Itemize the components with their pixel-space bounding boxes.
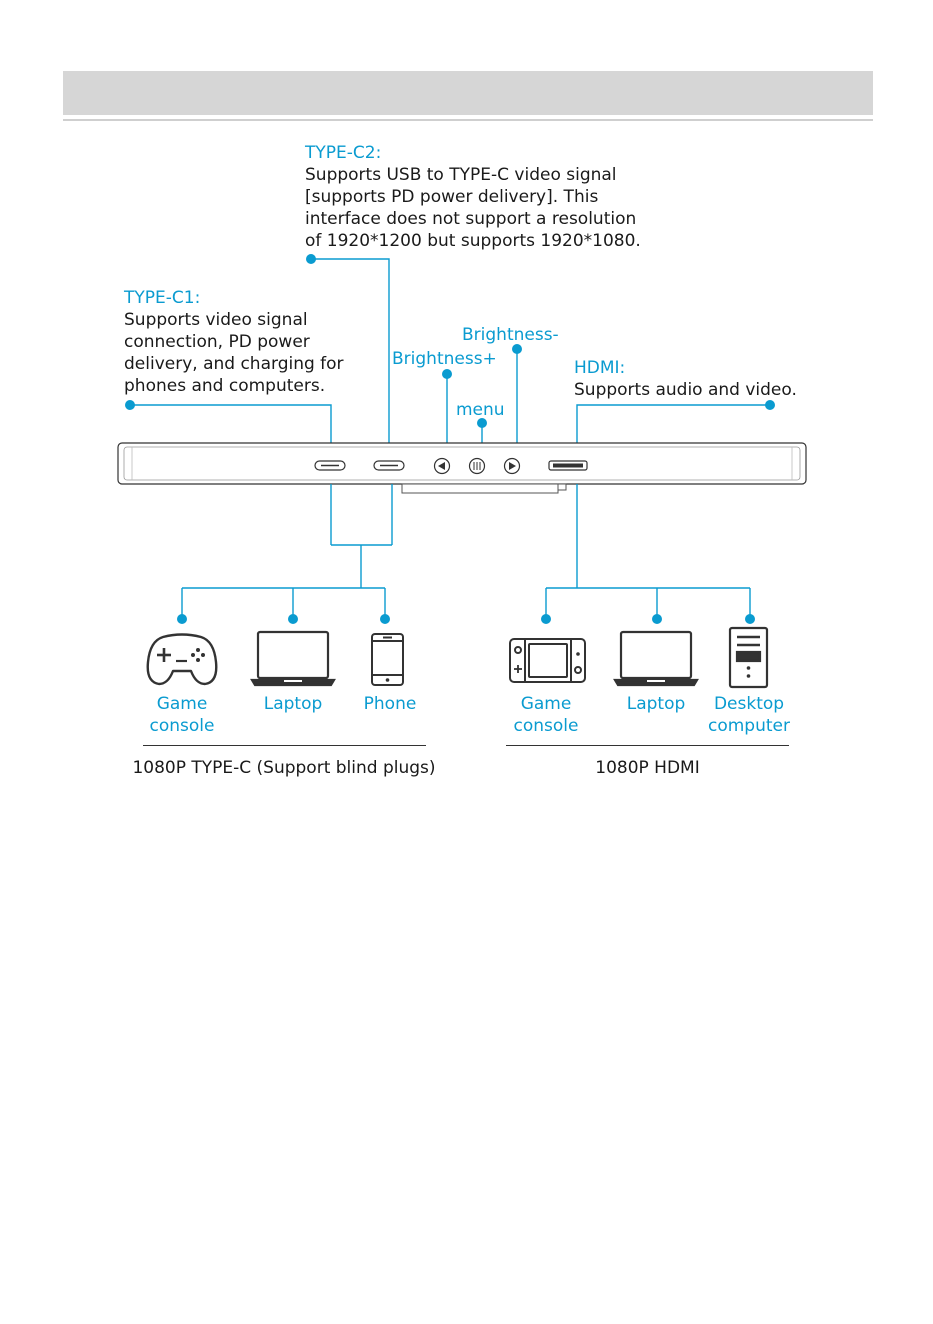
hdmi-device-3-label-line-1: Desktop xyxy=(713,694,785,714)
monitor-profile xyxy=(117,442,807,494)
menu-dot xyxy=(477,418,487,428)
typec-device-2-label: Laptop xyxy=(263,694,323,714)
desktop-computer-icon xyxy=(728,626,769,689)
type-c2-line-4: of 1920*1200 but supports 1920*1080. xyxy=(305,231,641,251)
hdmi-device-1-label-line-2: console xyxy=(513,716,579,736)
type-c1-line-3: delivery, and charging for xyxy=(124,354,344,374)
typec-device-1-label-line-2: console xyxy=(149,716,215,736)
hdmi-device-1-label-line-1: Game xyxy=(520,694,572,714)
hdmi-device-2-label: Laptop xyxy=(626,694,686,714)
connection-tree xyxy=(181,484,751,619)
type-c2-line-2: [supports PD power delivery]. This xyxy=(305,187,599,207)
gamepad-icon xyxy=(146,633,218,686)
type-c2-line-3: interface does not support a resolution xyxy=(305,209,637,229)
hdmi-group-rule xyxy=(506,745,789,746)
hdmi-description: Supports audio and video. xyxy=(574,380,797,400)
type-c2-dot xyxy=(306,254,316,264)
brightness-plus-label: Brightness+ xyxy=(392,349,497,369)
type-c2-title: TYPE-C2: xyxy=(305,143,382,163)
brightness-minus-label: Brightness- xyxy=(462,325,559,345)
brightness-minus-dot xyxy=(512,344,522,354)
hdmi-device-3-label-line-2: computer xyxy=(708,716,790,736)
hdmi-dot xyxy=(765,400,775,410)
handheld-console-icon xyxy=(509,638,586,683)
menu-label: menu xyxy=(456,400,505,420)
type-c1-line-2: connection, PD power xyxy=(124,332,310,352)
typec-group-rule xyxy=(143,745,426,746)
typec-device-3-label: Phone xyxy=(363,694,417,714)
type-c1-line-1: Supports video signal xyxy=(124,310,308,330)
phone-icon xyxy=(371,633,404,686)
laptop-icon-hdmi xyxy=(613,630,699,687)
type-c1-dot xyxy=(125,400,135,410)
header-rule xyxy=(63,119,873,121)
typec-device-1-label-line-1: Game xyxy=(156,694,208,714)
type-c1-line-4: phones and computers. xyxy=(124,376,326,396)
brightness-plus-dot xyxy=(442,369,452,379)
header-bar xyxy=(63,71,873,115)
hdmi-caption: 1080P HDMI xyxy=(595,758,700,778)
type-c2-line-1: Supports USB to TYPE-C video signal xyxy=(305,165,617,185)
type-c1-title: TYPE-C1: xyxy=(124,288,201,308)
typec-caption: 1080P TYPE-C (Support blind plugs) xyxy=(132,758,436,778)
hdmi-title: HDMI: xyxy=(574,358,626,378)
laptop-icon xyxy=(250,630,336,687)
type-c2-leader xyxy=(311,258,390,463)
